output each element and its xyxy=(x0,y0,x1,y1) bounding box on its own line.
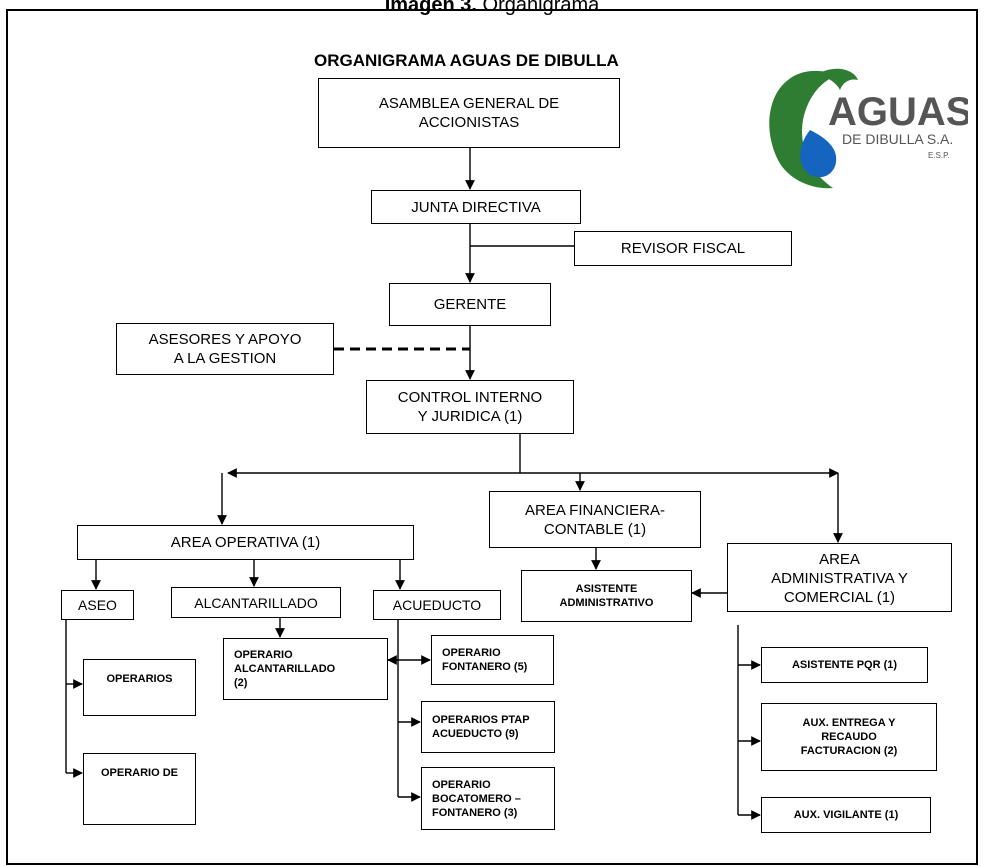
node-pqr: ASISTENTE PQR (1) xyxy=(761,647,928,683)
node-operativa-label: AREA OPERATIVA (1) xyxy=(170,534,321,551)
node-bocatomero-line2: BOCATOMERO – xyxy=(432,792,521,805)
node-control: CONTROL INTERNO Y JURIDICA (1) xyxy=(366,380,574,434)
caption-text: Organigrama xyxy=(476,0,600,16)
node-administrativa: AREA ADMINISTRATIVA Y COMERCIAL (1) xyxy=(727,543,952,612)
node-operario-de-label: OPERARIO DE xyxy=(100,767,178,779)
logo-esp: E.S.P. xyxy=(928,151,950,160)
node-operario-alcantarillado: OPERARIO ALCANTARILLADO (2) xyxy=(223,638,388,700)
node-aseo: ASEO xyxy=(61,590,134,620)
node-asesores-line2: A LA GESTION xyxy=(173,350,277,367)
node-asistente-administrativo: ASISTENTE ADMINISTRATIVO xyxy=(521,570,692,622)
node-op-alc-line1: OPERARIO xyxy=(234,649,293,661)
node-entrega-line2: RECAUDO xyxy=(821,731,877,743)
node-administrativa-line3: COMERCIAL (1) xyxy=(783,589,896,606)
figure-caption: Imagen 3. Organigrama xyxy=(0,0,984,16)
caption-label: Imagen 3. xyxy=(384,0,477,16)
node-ptap-line2: ACUEDUCTO (9) xyxy=(432,728,519,740)
node-ptap: OPERARIOS PTAP ACUEDUCTO (9) xyxy=(421,701,555,753)
node-administrativa-line1: AREA xyxy=(819,551,860,568)
node-bocatomero-line1: OPERARIO xyxy=(432,778,491,791)
node-administrativa-line2: ADMINISTRATIVA Y xyxy=(771,570,908,587)
node-pqr-label: ASISTENTE PQR (1) xyxy=(791,659,898,671)
node-fontanero-line2: FONTANERO (5) xyxy=(442,661,528,673)
node-operarios-label: OPERARIOS xyxy=(106,673,173,685)
logo-word: AGUAS xyxy=(828,90,968,134)
node-acueducto: ACUEDUCTO xyxy=(373,590,501,620)
node-gerente: GERENTE xyxy=(389,283,551,326)
node-asamblea: ASAMBLEA GENERAL DE ACCIONISTAS xyxy=(318,78,620,148)
node-asamblea-line2: ACCIONISTAS xyxy=(418,114,520,131)
node-junta-label: JUNTA DIRECTIVA xyxy=(411,198,541,216)
logo-sub: DE DIBULLA S.A. xyxy=(842,131,953,147)
node-control-line1: CONTROL INTERNO xyxy=(397,389,543,406)
node-financiera-line1: AREA FINANCIERA- xyxy=(524,501,666,519)
node-operarios: OPERARIOS xyxy=(83,659,196,716)
node-operativa: AREA OPERATIVA (1) xyxy=(77,525,414,560)
node-fontanero-line1: OPERARIO xyxy=(442,647,501,659)
node-alcantarillado-label: ALCANTARILLADO xyxy=(194,594,318,611)
node-vigilante: AUX. VIGILANTE (1) xyxy=(761,797,931,833)
node-vigilante-label: AUX. VIGILANTE (1) xyxy=(793,809,899,821)
node-alcantarillado: ALCANTARILLADO xyxy=(171,587,341,618)
node-fontanero: OPERARIO FONTANERO (5) xyxy=(431,635,554,685)
node-operario-de: OPERARIO DE xyxy=(83,753,196,825)
node-op-alc-line3: (2) xyxy=(234,677,248,689)
node-junta: JUNTA DIRECTIVA xyxy=(371,190,581,224)
node-control-line2: Y JURIDICA (1) xyxy=(417,408,523,425)
node-asesores-line1: ASESORES Y APOYO xyxy=(148,331,302,348)
node-bocatomero-line3: FONTANERO (3) xyxy=(432,806,518,819)
diagram-title: ORGANIGRAMA AGUAS DE DIBULLA xyxy=(314,51,619,70)
node-asamblea-line1: ASAMBLEA GENERAL DE xyxy=(378,95,560,112)
node-ptap-line1: OPERARIOS PTAP xyxy=(432,714,530,726)
node-revisor-label: REVISOR FISCAL xyxy=(620,240,746,257)
aguas-de-dibulla-logo: AGUAS DE DIBULLA S.A. E.S.P. xyxy=(769,68,968,189)
node-op-alc-line2: ALCANTARILLADO xyxy=(234,663,336,675)
node-entrega: AUX. ENTREGA Y RECAUDO FACTURACION (2) xyxy=(761,703,937,771)
node-financiera: AREA FINANCIERA-CONTABLE (1) xyxy=(489,491,701,548)
diagram-frame xyxy=(6,9,978,865)
node-financiera-line2: CONTABLE (1) xyxy=(543,520,647,538)
node-revisor: REVISOR FISCAL xyxy=(574,231,792,266)
node-asistente-adm-line2: ADMINISTRATIVO xyxy=(559,597,654,609)
node-asesores: ASESORES Y APOYO A LA GESTION xyxy=(116,323,334,375)
node-asistente-adm-line1: ASISTENTE xyxy=(575,583,638,595)
node-acueducto-label: ACUEDUCTO xyxy=(392,597,482,613)
node-aseo-label: ASEO xyxy=(78,597,117,613)
node-entrega-line1: AUX. ENTREGA Y xyxy=(802,717,896,729)
node-gerente-label: GERENTE xyxy=(433,296,507,313)
node-entrega-line3: FACTURACION (2) xyxy=(800,745,898,757)
